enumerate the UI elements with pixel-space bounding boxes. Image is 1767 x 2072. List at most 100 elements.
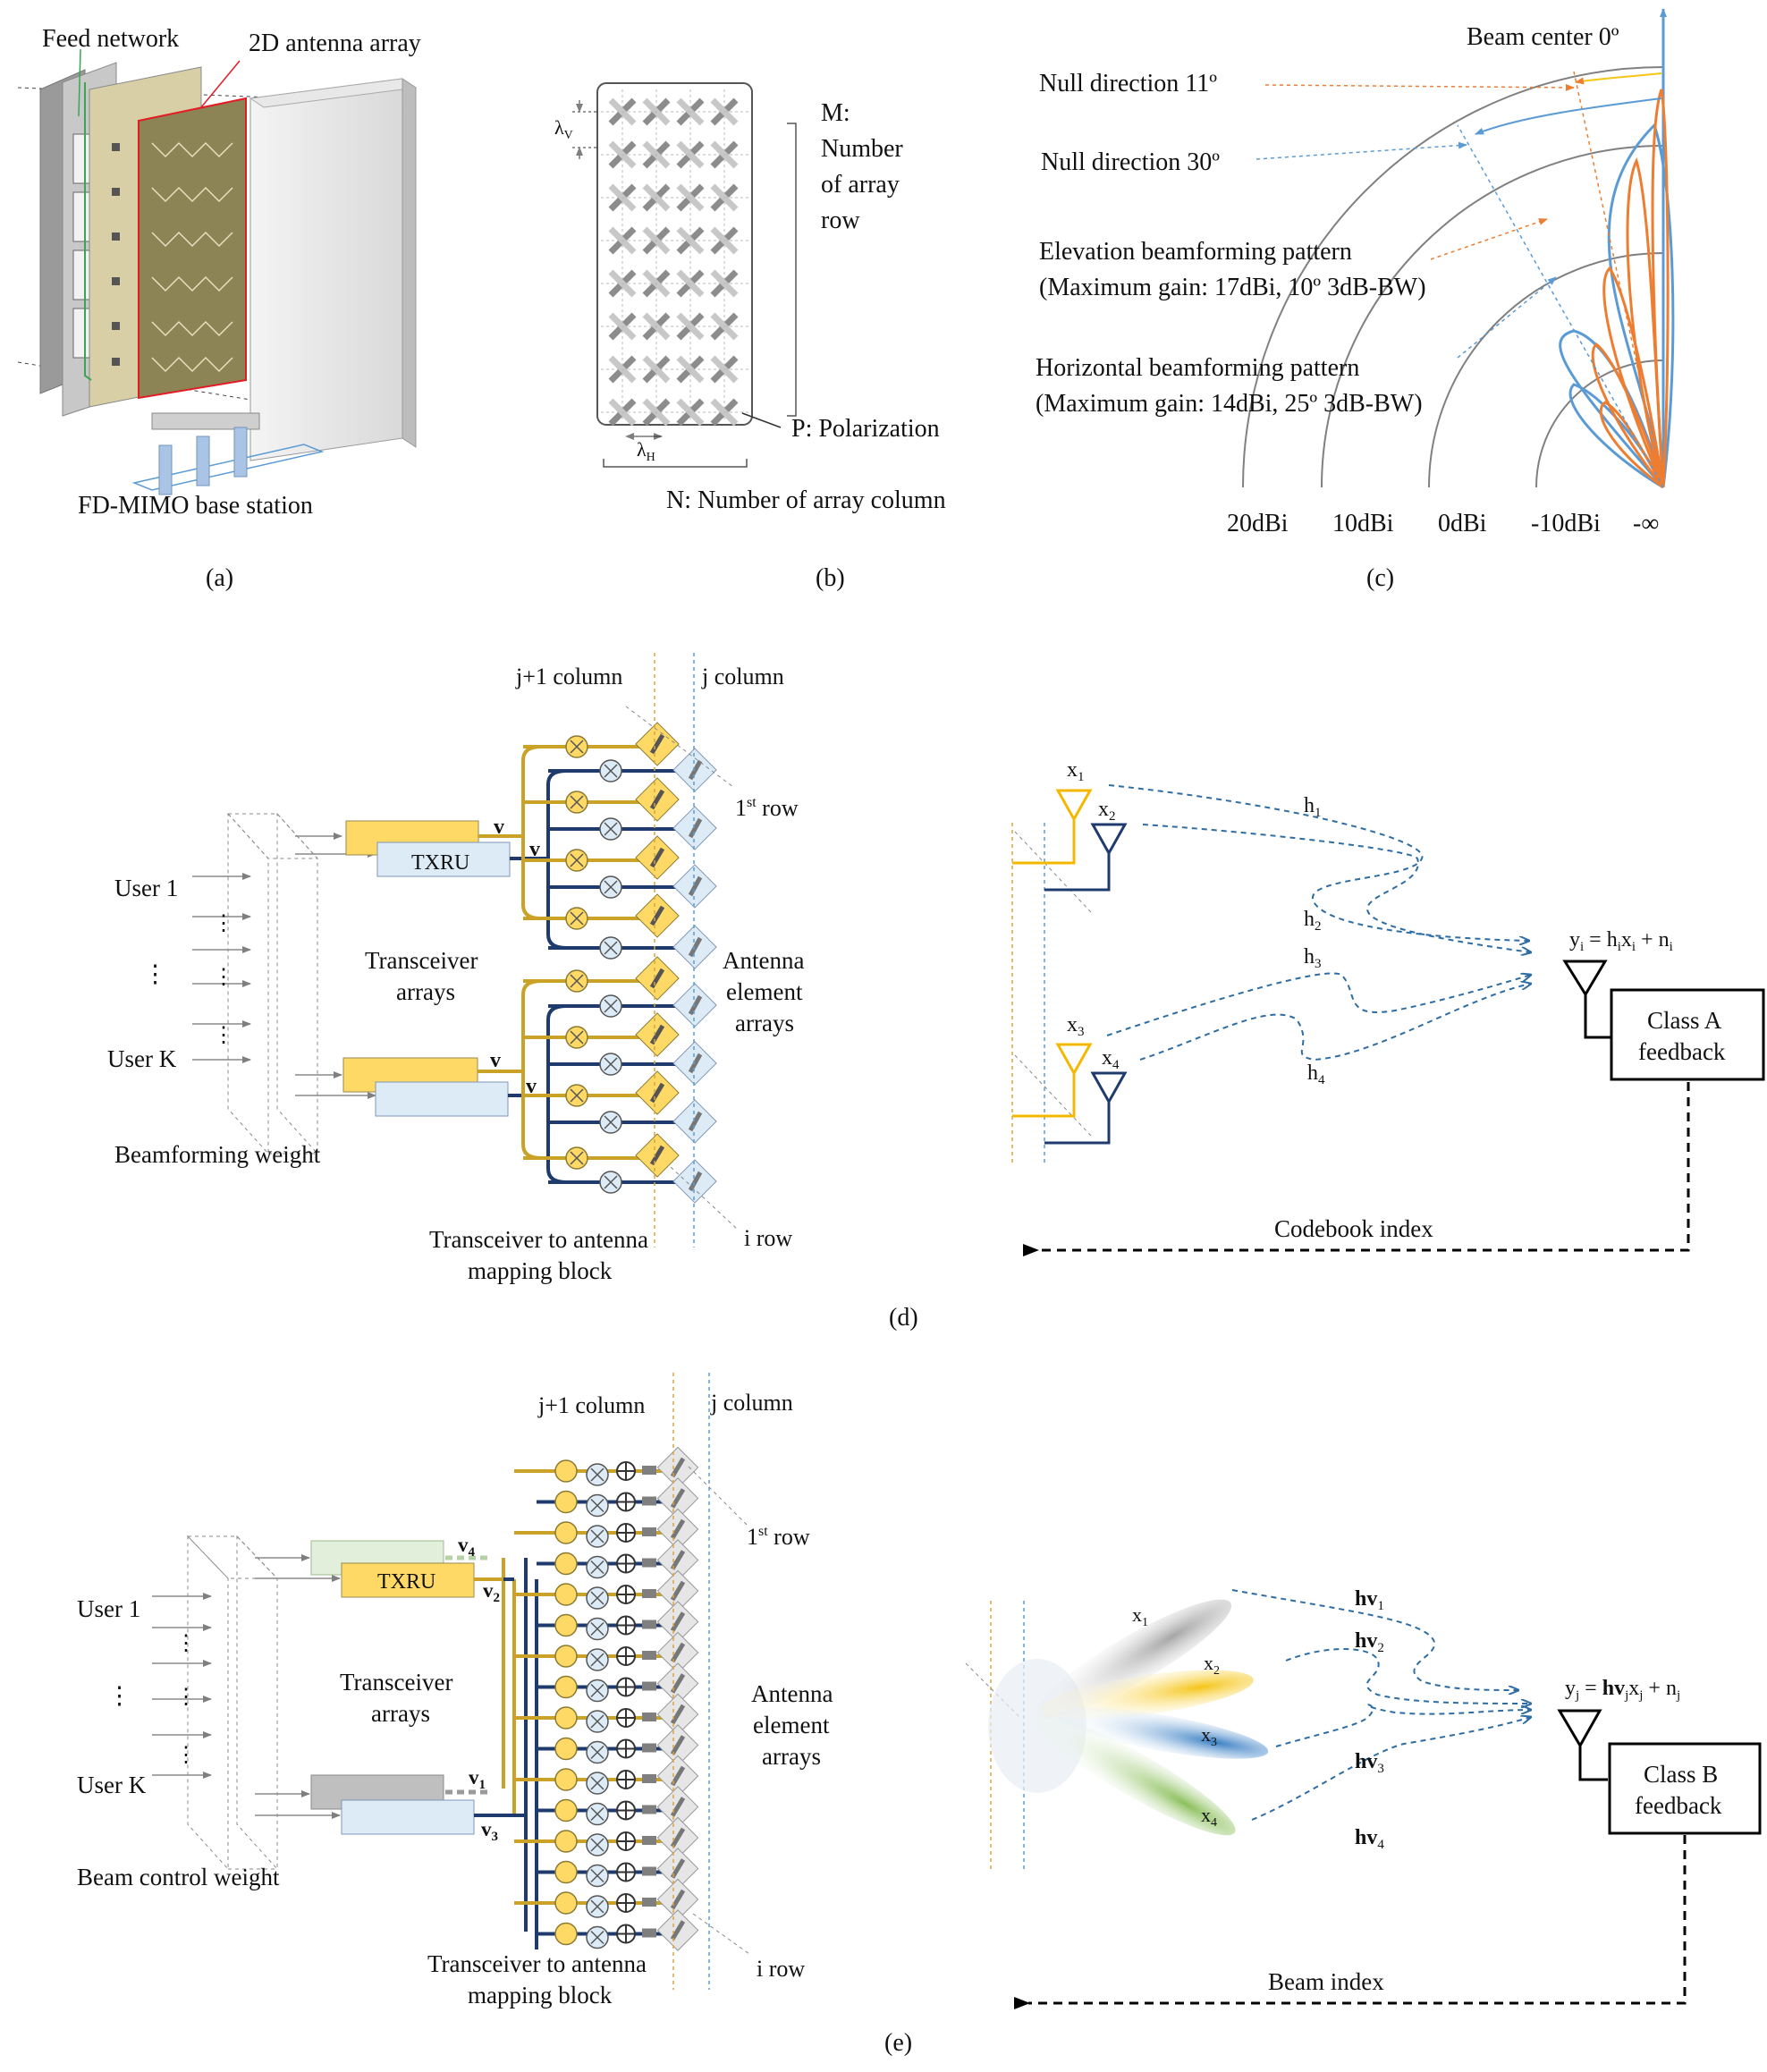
- x1-label: x: [1067, 758, 1078, 782]
- phase-shifter-e: [554, 1768, 578, 1791]
- e-mapping-label-2: mapping block: [468, 1982, 613, 2009]
- phase-shifter-e: [554, 1490, 578, 1514]
- phase-shifter-e: [554, 1706, 578, 1729]
- tick-0dbi: 0dBi: [1438, 510, 1487, 537]
- antenna-element-grid: [601, 89, 749, 427]
- phase-shifter-e: [554, 1613, 578, 1637]
- beam-index-label: Beam index: [1268, 1968, 1384, 1995]
- mapping-row-e: [537, 1724, 699, 1766]
- tick-10dbi: 10dBi: [1332, 510, 1394, 537]
- feed-ports: [72, 133, 94, 359]
- equation-e: yj = hvjxj + nj: [1565, 1677, 1680, 1703]
- mapping-label-1: Transceiver to antenna: [429, 1226, 648, 1253]
- svg-text:hv1: hv1: [1355, 1587, 1384, 1613]
- mapping-row-navy: [548, 806, 717, 850]
- caption-c: (c): [1366, 564, 1394, 592]
- e-antenna-label-3: arrays: [762, 1743, 821, 1770]
- base-station-illustration: [17, 48, 418, 495]
- mapping-row-e: [514, 1816, 699, 1859]
- rx-antenna-e: [1557, 1709, 1608, 1781]
- row-1-guide: [625, 706, 734, 788]
- h2-sub: 2: [1315, 919, 1322, 934]
- phase-shifter-e: [554, 1583, 578, 1606]
- class-b-feedback-box: [1608, 1742, 1762, 1835]
- m-text-2: of array: [821, 171, 900, 199]
- panel-c: Beam center 0º Null direction 11º Null d…: [1036, 8, 1675, 592]
- lambda-h: λ: [637, 438, 647, 461]
- v-label-3: v: [490, 1049, 501, 1072]
- equation-d: yi = hixi + ni: [1569, 928, 1673, 954]
- e-txru-label: TXRU: [377, 1570, 435, 1594]
- antenna-label-1: Antenna: [723, 947, 804, 974]
- channel-paths-e: [1231, 1589, 1531, 1821]
- caption-b: (b): [816, 564, 845, 592]
- user-dots-3: ⋮: [213, 1024, 234, 1047]
- feed-network-leader: [78, 48, 81, 117]
- antenna-element-pattern: [151, 141, 233, 373]
- e-j1-column-label: j+1 column: [537, 1392, 645, 1418]
- mapping-row-navy: [548, 864, 717, 909]
- hv2-sub: 2: [1377, 1641, 1384, 1655]
- svg-text:hv2: hv2: [1355, 1629, 1384, 1655]
- txru-yellow-e: [341, 1562, 475, 1598]
- polarization-label: P: Polarization: [791, 415, 940, 443]
- user-dots-2: ⋮: [213, 966, 234, 989]
- null-direction-lines: [1256, 71, 1664, 488]
- mapping-row-e: [537, 1601, 699, 1643]
- v2-label: v: [483, 1579, 494, 1602]
- codebook-index-label: Codebook index: [1274, 1215, 1433, 1242]
- mapping-row-e: [514, 1631, 699, 1674]
- panel-d: j+1 column j column 1st row i row TXRU v…: [107, 653, 1765, 1332]
- ring-10dbi: [1321, 145, 1664, 488]
- svg-text:h2: h2: [1304, 908, 1322, 934]
- user-k-label: User K: [107, 1045, 177, 1072]
- tick-20dbi: 20dBi: [1227, 510, 1289, 537]
- svg-text:x3: x3: [1067, 1013, 1085, 1039]
- hv1-label: hv: [1355, 1587, 1377, 1611]
- j1-column-label: j+1 column: [515, 664, 622, 689]
- e-row-1-sup: st: [758, 1524, 768, 1539]
- mapping-label-2: mapping block: [468, 1257, 613, 1284]
- x4-sub: 4: [1112, 1058, 1120, 1072]
- ring-0dbi: [1428, 252, 1664, 488]
- e-transceiver-label-1: Transceiver: [340, 1669, 452, 1696]
- horizontal-gain: (Maximum gain: 14dBi, 25º 3dB-BW): [1036, 390, 1423, 418]
- panel-e: j+1 column j column 1st row i row TXRU v…: [77, 1373, 1762, 2057]
- txru-label: TXRU: [411, 851, 469, 875]
- svg-text:x3: x3: [1201, 1723, 1217, 1749]
- beam-x2-sub: 2: [1213, 1664, 1220, 1678]
- txru-blue-e: [341, 1799, 475, 1835]
- beam-x4-sub: 4: [1211, 1816, 1217, 1830]
- svg-text:x2: x2: [1098, 798, 1116, 824]
- beam-index-feedback-arrow: [1014, 1835, 1687, 2009]
- transceiver-label-1: Transceiver: [365, 947, 478, 974]
- antenna-label-3: arrays: [735, 1010, 794, 1036]
- tx-antenna-x4: [1044, 1071, 1128, 1145]
- null-11-label: Null direction 11º: [1039, 70, 1217, 97]
- v-label-1: v: [494, 816, 504, 839]
- m-text-3: row: [821, 207, 860, 234]
- beam-x3: [1056, 1707, 1269, 1759]
- v1-label: v: [469, 1766, 479, 1789]
- beam-x3-sub: 3: [1211, 1736, 1217, 1749]
- svg-text:v2: v2: [483, 1579, 500, 1605]
- beam-x1-sub: 1: [1142, 1616, 1148, 1629]
- e-mapping-label-1: Transceiver to antenna: [427, 1950, 647, 1977]
- tick-minus-infinity: -∞: [1633, 510, 1659, 537]
- transceiver-label-2: arrays: [396, 978, 455, 1005]
- svg-text:λH: λH: [637, 438, 655, 464]
- svg-text:v1: v1: [469, 1766, 486, 1792]
- h2-label: h: [1304, 908, 1315, 931]
- mapping-network-e: [474, 1446, 699, 1951]
- svg-text:1st row: 1st row: [735, 795, 799, 821]
- e-antenna-label-1: Antenna: [751, 1680, 833, 1707]
- class-a-label: Class A: [1647, 1007, 1722, 1034]
- hv1-sub: 1: [1377, 1599, 1384, 1613]
- svg-text:1st row: 1st row: [747, 1524, 810, 1550]
- polarization-leader: [741, 412, 782, 428]
- svg-text:h4: h4: [1307, 1061, 1325, 1087]
- e-user-1-label: User 1: [77, 1595, 140, 1622]
- class-b-label: Class B: [1644, 1761, 1718, 1788]
- ring-20dbi: [1242, 66, 1664, 488]
- phase-shifter-e: [554, 1891, 578, 1915]
